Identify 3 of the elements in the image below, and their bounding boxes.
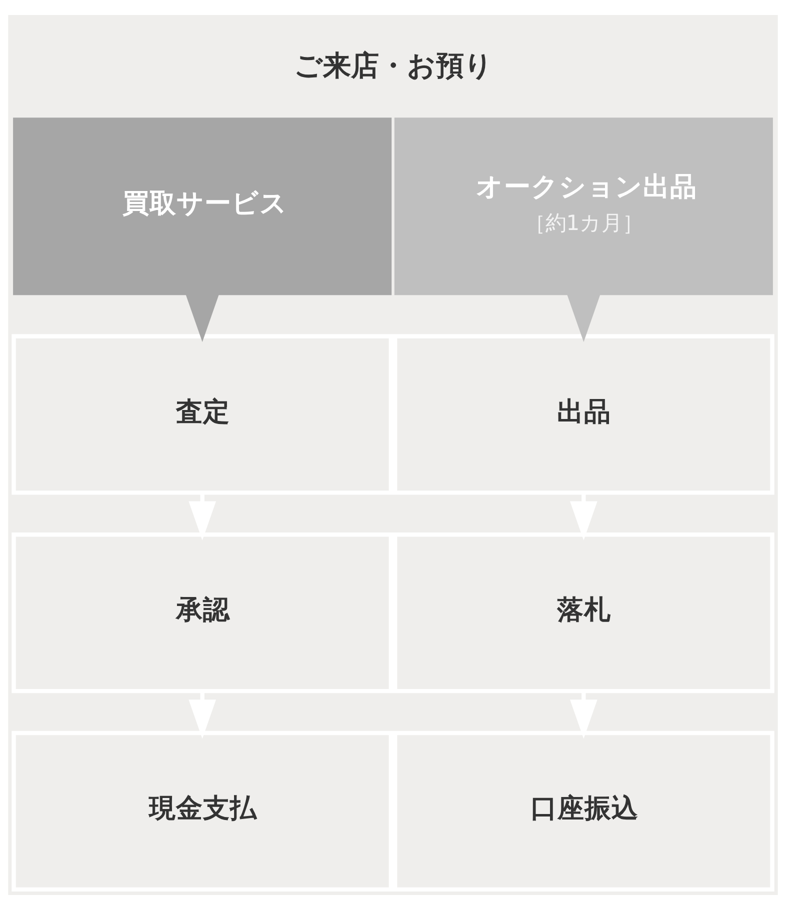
- node-box: 査定: [12, 334, 393, 494]
- node-box: 出品: [393, 334, 774, 494]
- diagram-title: ご来店・お預り: [294, 48, 493, 82]
